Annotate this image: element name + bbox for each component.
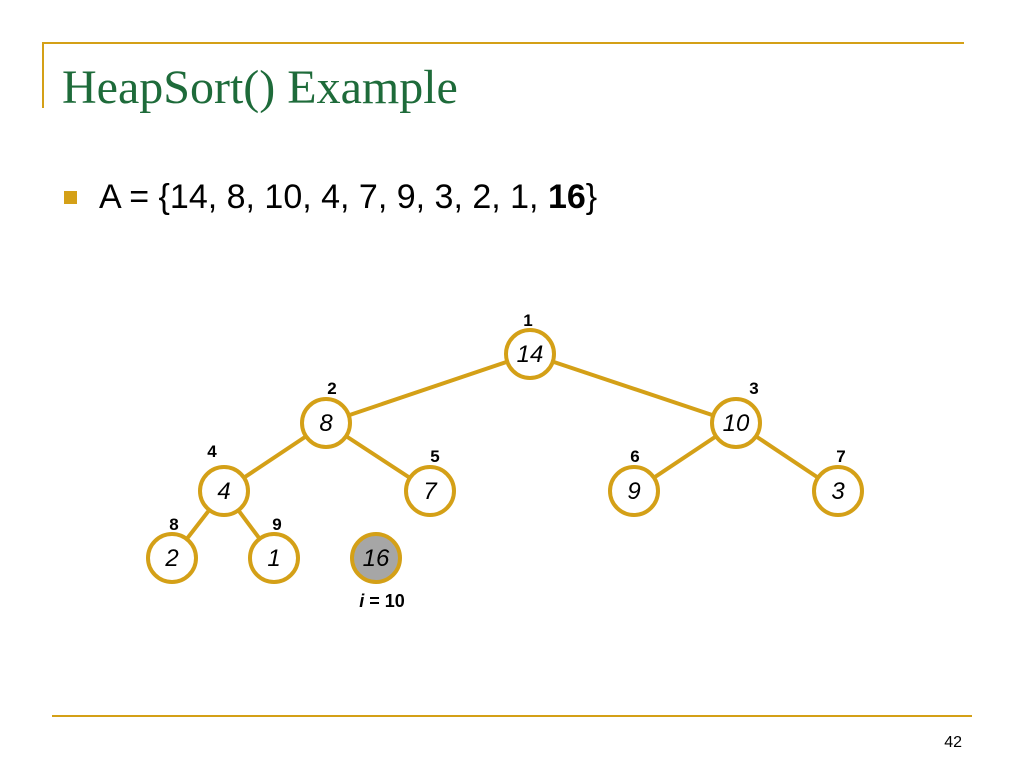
node-circle <box>198 465 250 517</box>
node-index: 1 <box>523 311 532 330</box>
tree-node: 44 <box>198 442 250 517</box>
node-circle <box>248 532 300 584</box>
tree-node: 28 <box>146 515 198 584</box>
node-circle <box>300 397 352 449</box>
tree-node: 10 3 <box>710 379 762 449</box>
node-value: 2 <box>164 545 178 572</box>
tree-edge <box>529 352 737 425</box>
tree-node: 75 <box>404 447 456 517</box>
tree-node: 82 <box>300 379 352 449</box>
node-index: 6 <box>630 447 639 466</box>
tree-node: 96 <box>608 447 660 517</box>
pointer-label: i = 10 <box>359 591 405 611</box>
node-circle <box>504 328 556 380</box>
node-value: 16 <box>363 545 390 572</box>
tree-edge <box>325 352 531 425</box>
slide-title: HeapSort() Example <box>62 61 458 114</box>
node-value: 1 <box>267 545 280 572</box>
node-value: 3 <box>831 478 845 505</box>
node-value: 10 <box>723 410 750 437</box>
node-index: 3 <box>749 379 758 398</box>
node-index: 9 <box>272 515 281 534</box>
frame-left-line <box>42 42 44 108</box>
tree-node: 16 <box>350 532 402 584</box>
array-prefix: A = {14, 8, 10, 4, 7, 9, 3, 2, 1, <box>99 177 548 216</box>
node-circle <box>350 532 402 584</box>
node-index: 4 <box>207 442 217 461</box>
bullet-row: A = {14, 8, 10, 4, 7, 9, 3, 2, 1, 16} <box>64 172 597 222</box>
node-circle <box>146 532 198 584</box>
page-number: 42 <box>944 734 962 751</box>
tree-node: 37 <box>812 447 864 517</box>
square-bullet-icon <box>64 190 77 204</box>
tree-node: 19 <box>248 515 300 584</box>
array-bold-value: 16 <box>547 177 586 216</box>
array-suffix: } <box>585 177 598 216</box>
array-definition: A = {14, 8, 10, 4, 7, 9, 3, 2, 1, 16} <box>99 178 597 217</box>
pointer-value: = 10 <box>364 591 405 611</box>
node-index: 8 <box>169 515 178 534</box>
node-value: 14 <box>517 341 544 368</box>
frame-top-line <box>42 42 964 44</box>
node-circle <box>812 465 864 517</box>
node-circle <box>608 465 660 517</box>
node-value: 4 <box>217 478 230 505</box>
frame-bottom-line <box>52 715 972 717</box>
node-value: 7 <box>423 478 438 505</box>
tree-node: 14 1 <box>504 311 556 380</box>
node-index: 5 <box>430 447 439 466</box>
node-circle <box>404 465 456 517</box>
node-index: 7 <box>836 447 845 466</box>
node-circle <box>710 397 762 449</box>
pointer-variable: i <box>359 591 365 611</box>
node-value: 8 <box>319 410 333 437</box>
node-index: 2 <box>327 379 336 398</box>
node-value: 9 <box>627 478 640 505</box>
